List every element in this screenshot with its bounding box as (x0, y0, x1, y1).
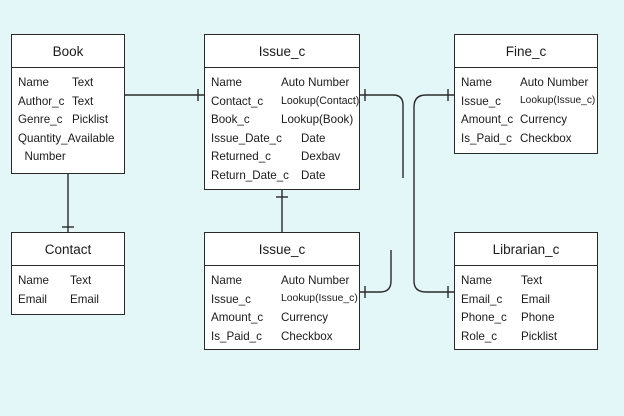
field-name: Name (211, 274, 242, 287)
field-type: Text (72, 94, 94, 108)
field-row: Name Auto Number (455, 74, 597, 93)
field-row: Name Auto Number (205, 272, 359, 291)
field-row: Quantity_Available (12, 130, 124, 149)
field-row: Return_Date_c Date (205, 167, 359, 186)
field-row: Name Text (12, 272, 124, 291)
field-row: Email Email (12, 291, 124, 310)
field-row: Name Auto Number (205, 74, 359, 93)
field-row: Email_c Email (455, 291, 597, 310)
field-name: Role_c (461, 329, 498, 343)
issue-bottom-bracket-line (359, 250, 392, 293)
field-type: Lookup(Issue_c) (281, 292, 358, 304)
field-name: Is_Paid_c (211, 329, 262, 343)
field-row: Is_Paid_c Checkbox (455, 130, 597, 149)
field-name: Email (18, 292, 47, 306)
field-row: Issue_c Lookup(Issue_c) (455, 93, 597, 112)
entity-title: Issue_c (205, 233, 359, 266)
entity-librarian[interactable]: Librarian_c Name Text Email_c Email Phon… (454, 232, 598, 350)
field-name: Name (18, 76, 49, 89)
field-name: Name (461, 76, 492, 89)
entity-title: Contact (12, 233, 124, 266)
field-type: Currency (281, 311, 329, 325)
field-name: Email_c (461, 292, 503, 306)
field-name: Amount_c (461, 113, 514, 127)
field-type: Text (72, 76, 94, 89)
field-type: Date (301, 168, 326, 182)
field-name: Issue_Date_c (211, 131, 282, 145)
field-type: Checkbox (281, 329, 333, 343)
field-name: Is_Paid_c (461, 131, 512, 145)
field-type: Auto Number (281, 274, 350, 287)
field-list: Name Auto Number Issue_c Lookup(Issue_c)… (205, 266, 359, 346)
field-row: Returned_c Dexbav (205, 148, 359, 167)
entity-title: Fine_c (455, 35, 597, 68)
field-row: Book_c Lookup(Book) (205, 111, 359, 130)
field-type: Auto Number (520, 76, 589, 89)
field-row: Phone_c Phone (455, 309, 597, 328)
field-type: Text (521, 274, 543, 287)
field-list: Name Text Author_c Text Genre_c Picklist… (12, 68, 124, 167)
field-type: Phone (521, 311, 555, 325)
field-type: Date (301, 131, 326, 145)
field-type: Email (521, 292, 550, 306)
field-type: Lookup(Contact) (281, 94, 360, 107)
entity-title: Issue_c (205, 35, 359, 68)
field-type: Lookup(Book) (281, 113, 354, 127)
field-name: Name (211, 76, 242, 89)
field-type: Picklist (521, 329, 558, 343)
field-name: Issue_c (461, 94, 501, 108)
field-name: Contact_c (211, 94, 264, 108)
field-row: Role_c Picklist (455, 328, 597, 347)
issue-bracket-line (359, 94, 404, 178)
field-row: Amount_c Currency (205, 309, 359, 328)
field-name: Return_Date_c (211, 168, 289, 182)
field-name: Quantity_Available (18, 131, 115, 145)
fine-librarian-bracket-line (413, 94, 455, 293)
field-name: Book_c (211, 113, 250, 127)
field-name: Phone_c (461, 311, 507, 325)
field-type: Currency (520, 113, 568, 127)
field-name: Number (18, 150, 66, 164)
entity-issue-bottom[interactable]: Issue_c Name Auto Number Issue_c Lookup(… (204, 232, 360, 350)
field-type: Text (70, 274, 92, 287)
field-name: Author_c (18, 94, 65, 108)
field-list: Name Text Email Email (12, 266, 124, 309)
field-type: Email (70, 292, 99, 306)
field-name: Genre_c (18, 113, 63, 127)
field-name: Name (461, 274, 492, 287)
field-name: Amount_c (211, 311, 264, 325)
field-row: Contact_c Lookup(Contact) (205, 93, 359, 112)
field-name: Returned_c (211, 150, 271, 164)
entity-issue-top[interactable]: Issue_c Name Auto Number Contact_c Looku… (204, 34, 360, 190)
field-list: Name Auto Number Contact_c Lookup(Contac… (205, 68, 359, 186)
field-row: Number (12, 148, 124, 167)
field-row: Amount_c Currency (455, 111, 597, 130)
entity-fine[interactable]: Fine_c Name Auto Number Issue_c Lookup(I… (454, 34, 598, 154)
field-type: Lookup(Issue_c) (520, 94, 596, 106)
field-list: Name Text Email_c Email Phone_c Phone Ro… (455, 266, 597, 346)
entity-title: Librarian_c (455, 233, 597, 266)
field-row: Genre_c Picklist (12, 111, 124, 130)
field-row: Issue_Date_c Date (205, 130, 359, 149)
field-row: Author_c Text (12, 93, 124, 112)
entity-title: Book (12, 35, 124, 68)
field-row: Is_Paid_c Checkbox (205, 328, 359, 347)
field-row: Name Text (12, 74, 124, 93)
field-type: Picklist (72, 113, 109, 127)
field-name: Issue_c (211, 292, 251, 306)
field-list: Name Auto Number Issue_c Lookup(Issue_c)… (455, 68, 597, 148)
field-row: Issue_c Lookup(Issue_c) (205, 291, 359, 310)
field-type: Checkbox (520, 131, 572, 145)
entity-contact[interactable]: Contact Name Text Email Email (11, 232, 125, 315)
field-row: Name Text (455, 272, 597, 291)
entity-book[interactable]: Book Name Text Author_c Text Genre_c Pic… (11, 34, 125, 174)
field-name: Name (18, 274, 49, 287)
field-type: Auto Number (281, 76, 350, 89)
field-type: Dexbav (301, 150, 341, 164)
